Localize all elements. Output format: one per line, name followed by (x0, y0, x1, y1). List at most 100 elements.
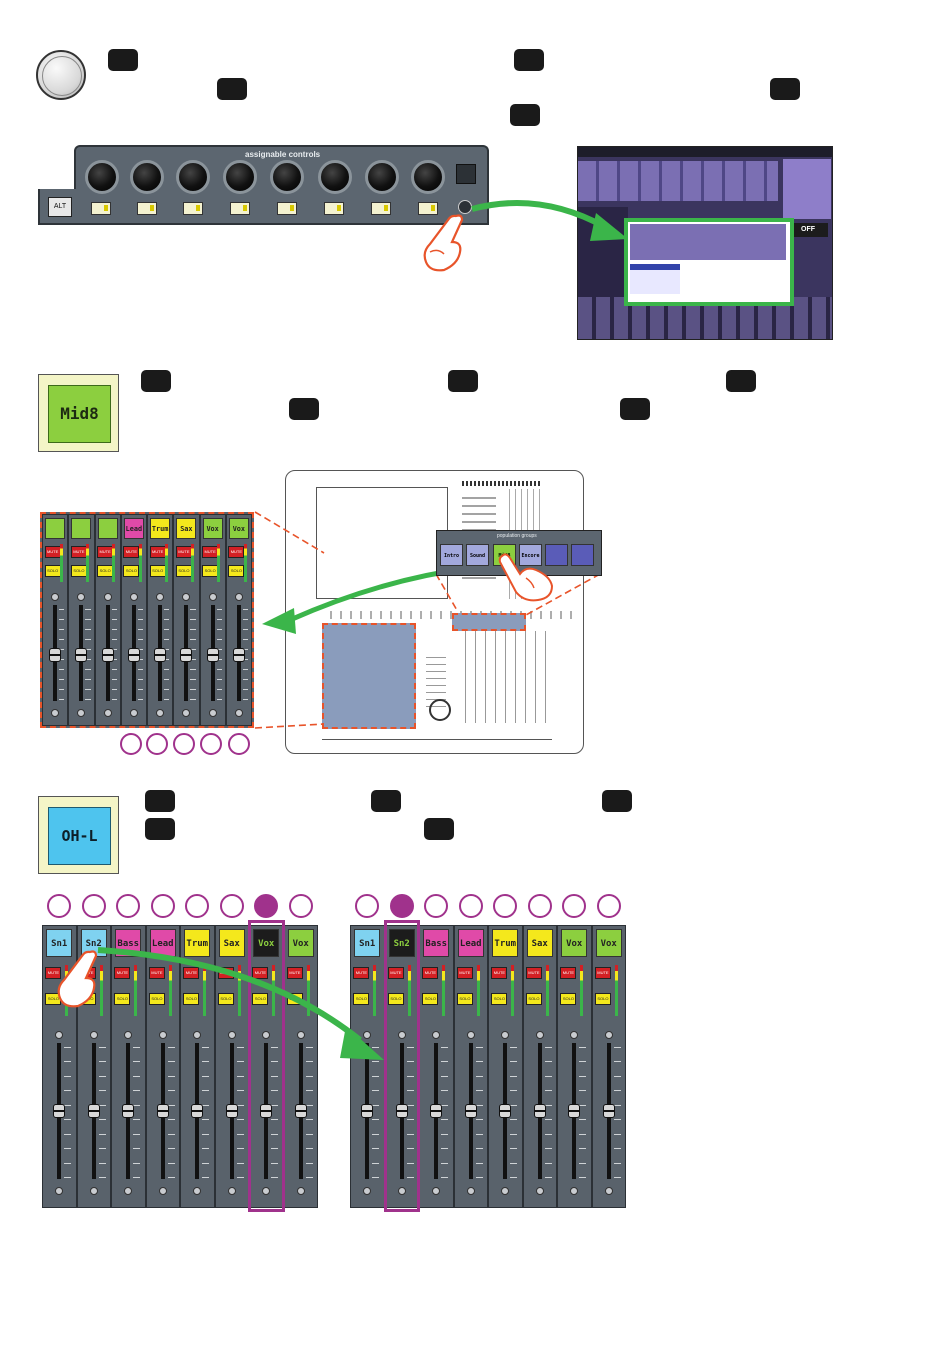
fader-cap[interactable] (154, 647, 167, 662)
mute-button[interactable]: MUTE (252, 967, 269, 980)
mute-button[interactable]: MUTE (123, 545, 140, 558)
fader-cap[interactable] (122, 1103, 135, 1118)
channel-label[interactable]: Sn1 (46, 929, 73, 958)
fader-cap[interactable] (225, 1103, 238, 1118)
solo-button[interactable]: SOLO (560, 992, 577, 1005)
solo-button[interactable]: SOLO (228, 564, 245, 577)
fader-cap[interactable] (395, 1103, 408, 1118)
mute-button[interactable]: MUTE (456, 967, 473, 980)
solo-button[interactable]: SOLO (202, 564, 219, 577)
fader-cap[interactable] (180, 647, 193, 662)
solo-button[interactable]: SOLO (525, 992, 542, 1005)
fader-cap[interactable] (127, 647, 140, 662)
channel-label[interactable]: Sax (526, 929, 553, 958)
fader-cap[interactable] (75, 647, 88, 662)
fader-cap[interactable] (87, 1103, 100, 1118)
mute-button[interactable]: MUTE (228, 545, 245, 558)
fader-cap[interactable] (232, 647, 245, 662)
channel-label[interactable]: Sn1 (354, 929, 381, 958)
fader-cap[interactable] (206, 647, 219, 662)
fader-cap[interactable] (430, 1103, 443, 1118)
solo-button[interactable]: SOLO (114, 992, 131, 1005)
mute-button[interactable]: MUTE (286, 967, 303, 980)
mute-button[interactable]: MUTE (387, 967, 404, 980)
solo-button[interactable]: SOLO (456, 992, 473, 1005)
fader-cap[interactable] (533, 1103, 546, 1118)
assignable-knob[interactable] (365, 160, 399, 194)
population-button[interactable]: Sound (466, 544, 489, 566)
channel-label[interactable]: Vox (561, 929, 588, 958)
channel-label[interactable]: Sax (218, 929, 245, 958)
mute-button[interactable]: MUTE (114, 967, 131, 980)
fader-cap[interactable] (464, 1103, 477, 1118)
channel-label[interactable]: Vox (202, 518, 223, 540)
solo-button[interactable]: SOLO (353, 992, 370, 1005)
mute-button[interactable]: MUTE (353, 967, 370, 980)
fader-cap[interactable] (361, 1103, 374, 1118)
fader-cap[interactable] (191, 1103, 204, 1118)
population-button[interactable]: Encore (519, 544, 542, 566)
mute-button[interactable]: MUTE (491, 967, 508, 980)
channel-label[interactable]: Lead (457, 929, 484, 958)
softkey-button[interactable] (371, 202, 391, 215)
assignable-knob[interactable] (318, 160, 352, 194)
assignable-knob[interactable] (270, 160, 304, 194)
fader-cap[interactable] (499, 1103, 512, 1118)
assignable-knob[interactable] (130, 160, 164, 194)
softkey-button[interactable] (91, 202, 111, 215)
fader-cap[interactable] (260, 1103, 273, 1118)
channel-label[interactable]: Vox (595, 929, 622, 958)
mute-button[interactable]: MUTE (183, 967, 200, 980)
mute-button[interactable]: MUTE (594, 967, 611, 980)
channel-label[interactable]: Trum (184, 929, 211, 958)
softkey-button[interactable] (324, 202, 344, 215)
fader-cap[interactable] (53, 1103, 66, 1118)
channel-label[interactable] (71, 518, 92, 540)
population-button[interactable]: Intro (440, 544, 463, 566)
population-button[interactable] (545, 544, 568, 566)
assignable-knob[interactable] (176, 160, 210, 194)
solo-button[interactable]: SOLO (594, 992, 611, 1005)
fader-cap[interactable] (101, 647, 114, 662)
channel-label[interactable]: Vox (253, 929, 280, 958)
mute-button[interactable]: MUTE (422, 967, 439, 980)
fader-cap[interactable] (49, 647, 62, 662)
solo-button[interactable]: SOLO (491, 992, 508, 1005)
fader-cap[interactable] (294, 1103, 307, 1118)
solo-button[interactable]: SOLO (387, 992, 404, 1005)
channel-label[interactable] (45, 518, 66, 540)
screen-button[interactable] (456, 164, 476, 184)
assignable-knob[interactable] (85, 160, 119, 194)
solo-button[interactable]: SOLO (45, 992, 62, 1005)
solo-button[interactable]: SOLO (183, 992, 200, 1005)
channel-label[interactable]: Vox (228, 518, 249, 540)
solo-button[interactable]: SOLO (252, 992, 269, 1005)
channel-label[interactable]: Sax (176, 518, 197, 540)
assignable-knob[interactable] (411, 160, 445, 194)
channel-label[interactable]: Sn2 (388, 929, 415, 958)
mute-button[interactable]: MUTE (560, 967, 577, 980)
softkey-button[interactable] (277, 202, 297, 215)
fader-cap[interactable] (602, 1103, 615, 1118)
population-button[interactable] (571, 544, 594, 566)
mute-button[interactable]: MUTE (149, 545, 166, 558)
assignable-knob[interactable] (223, 160, 257, 194)
fader-cap[interactable] (156, 1103, 169, 1118)
mute-button[interactable]: MUTE (45, 967, 62, 980)
channel-label[interactable]: Trum (492, 929, 519, 958)
solo-button[interactable]: SOLO (148, 992, 165, 1005)
mute-button[interactable]: MUTE (525, 967, 542, 980)
channel-label[interactable]: Lead (123, 518, 144, 540)
channel-label[interactable] (97, 518, 118, 540)
channel-label[interactable]: Vox (287, 929, 314, 958)
softkey-button[interactable] (230, 202, 250, 215)
fader-cap[interactable] (568, 1103, 581, 1118)
alt-button[interactable]: ALT (48, 197, 72, 217)
softkey-button[interactable] (418, 202, 438, 215)
solo-button[interactable]: SOLO (217, 992, 234, 1005)
softkey-button[interactable] (137, 202, 157, 215)
solo-button[interactable]: SOLO (422, 992, 439, 1005)
softkey-button[interactable] (183, 202, 203, 215)
mute-button[interactable]: MUTE (148, 967, 165, 980)
channel-label[interactable]: Trum (150, 518, 171, 540)
